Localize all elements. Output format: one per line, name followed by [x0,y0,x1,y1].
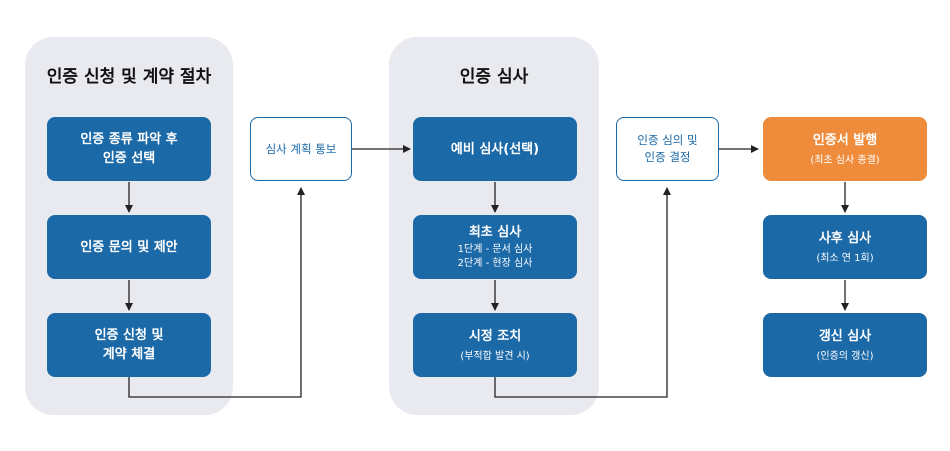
step-initial-audit-label: 최초 심사 [468,225,522,240]
step-renewal-audit: 갱신 심사 (인증의 갱신) [763,313,927,377]
step-initial-audit: 최초 심사 1단계 - 문서 심사 2단계 - 현장 심사 [413,215,577,279]
step-certificate-issuance-sub: (최초 심사 종결) [810,154,880,166]
step-audit-plan-notice-label: 심사 계획 통보 [265,141,337,156]
step-apply-contract-label: 인증 신청 및 계약 체결 [94,328,164,362]
step-renewal-audit-sub: (인증의 갱신) [816,350,874,362]
step-corrective-action-sub: (부적합 발견 시) [460,350,530,362]
step-inquiry-proposal-label: 인증 문의 및 제안 [80,239,178,255]
step-surveillance-audit: 사후 심사 (최소 연 1회) [763,215,927,279]
step-certificate-issuance: 인증서 발행 (최초 심사 종결) [763,117,927,181]
step-preliminary-audit-label: 예비 심사(선택) [450,141,540,157]
step-corrective-action-label: 시정 조치 [468,328,522,344]
step-renewal-audit-label: 갱신 심사 [818,328,872,344]
arrow-corrective-to-decision [494,187,671,398]
application-panel-title: 인증 신청 및 계약 절차 [46,67,212,87]
step-inquiry-proposal: 인증 문의 및 제안 [47,215,211,279]
step-preliminary-audit: 예비 심사(선택) [413,117,577,181]
arrow-contract-to-notify [128,187,305,398]
audit-panel-title: 인증 심사 [459,67,529,87]
step-certificate-issuance-label: 인증서 발행 [812,132,878,148]
step-review-decision: 인증 심의 및 인증 결정 [616,117,719,181]
step-review-decision-label: 인증 심의 및 인증 결정 [637,133,698,164]
step-surveillance-audit-label: 사후 심사 [818,230,872,246]
step-initial-audit-sub: 1단계 - 문서 심사 2단계 - 현장 심사 [457,244,533,269]
step-apply-contract: 인증 신청 및 계약 체결 [47,313,211,377]
step-select-certification-label: 인증 종류 파악 후 인증 선택 [80,132,178,166]
step-corrective-action: 시정 조치 (부적합 발견 시) [413,313,577,377]
step-surveillance-audit-sub: (최소 연 1회) [816,252,874,264]
step-select-certification: 인증 종류 파악 후 인증 선택 [47,117,211,181]
step-audit-plan-notice: 심사 계획 통보 [250,117,352,181]
